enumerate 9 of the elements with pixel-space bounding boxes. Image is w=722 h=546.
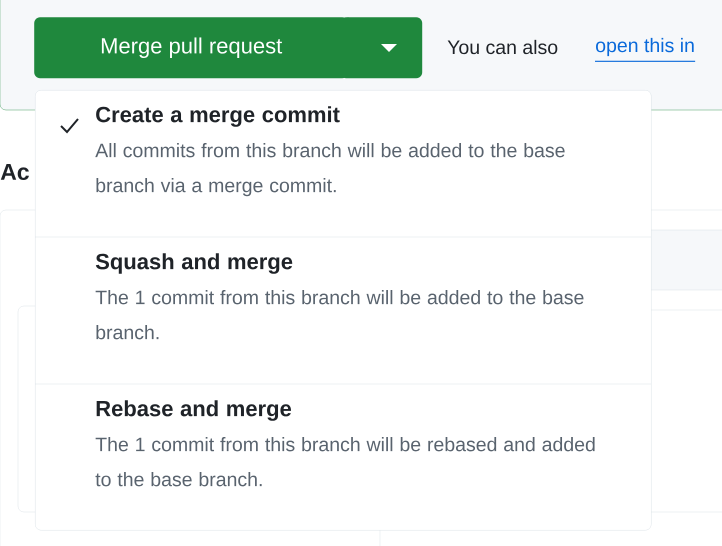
label-text: You can also	[448, 40, 558, 54]
menu-option: Rebase and merge The 1 commit from this branch will be rebased and added to the base branch.	[34, 384, 652, 486]
node-label: Merge pull request	[102, 37, 282, 58]
menu-option: Squash and merge The 1 commit from this branch will be added to the base branch.	[34, 236, 652, 340]
link: open this in	[595, 38, 696, 62]
heading-text: Ac	[0, 164, 29, 180]
menu-option: Create a merge commit All commits from this branch will be added to the base branch via a merge commit.	[60, 106, 565, 196]
dropdown-menu	[35, 90, 652, 530]
merge-button: Merge pull request	[34, 16, 348, 78]
